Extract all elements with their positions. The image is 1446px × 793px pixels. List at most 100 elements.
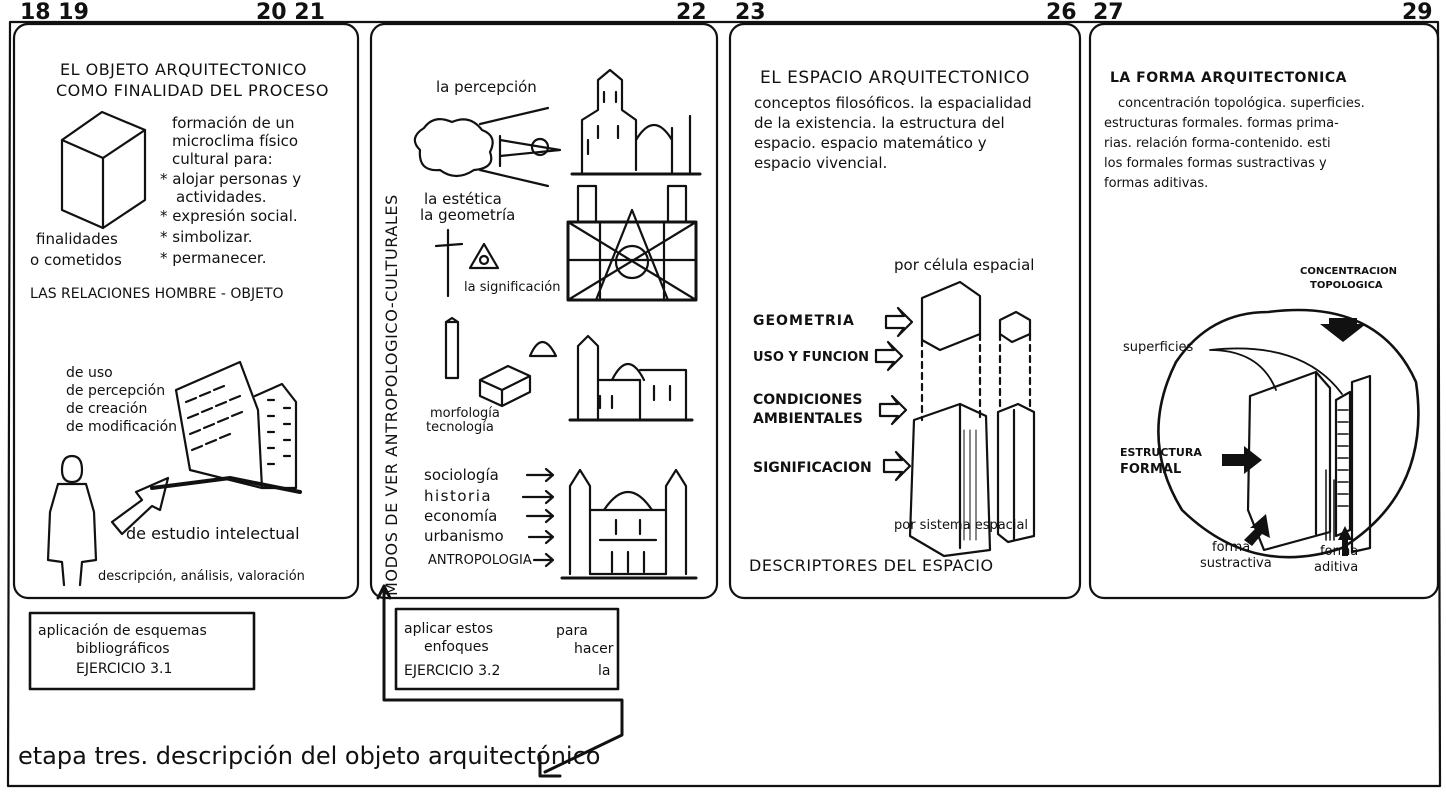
discipline-historia: historia bbox=[424, 487, 493, 505]
panel4-body-line1: concentración topológica. superficies. bbox=[1118, 96, 1365, 111]
morfologia-caption: morfología bbox=[430, 406, 500, 421]
formacion-line2: microclima físico bbox=[172, 132, 299, 150]
exercise2-right3: la bbox=[598, 663, 611, 679]
concentracion-label-line1: CONCENTRACION bbox=[1300, 266, 1397, 277]
forma-sustractiva-line1: forma bbox=[1212, 540, 1251, 555]
superficies-leader bbox=[1209, 347, 1343, 395]
morphology-sketch bbox=[444, 316, 558, 408]
relaciones-heading: LAS RELACIONES HOMBRE - OBJETO bbox=[30, 286, 284, 302]
forma-aditiva-line1: forma bbox=[1320, 544, 1359, 559]
uso-label: de uso bbox=[66, 365, 113, 381]
panel4-body-line2: estructuras formales. formas prima- bbox=[1104, 116, 1339, 131]
discipline-arrows bbox=[521, 467, 555, 568]
cathedral-sketch-1 bbox=[570, 68, 702, 176]
descriptor-arrows bbox=[874, 306, 914, 482]
page-number-27: 27 bbox=[1093, 0, 1124, 25]
discipline-economia: economía bbox=[424, 507, 498, 525]
bullet-expresion: * expresión social. bbox=[160, 207, 298, 225]
estudio-intelectual-label: de estudio intelectual bbox=[126, 524, 300, 543]
panel4-body-line3: rias. relación forma-contenido. esti bbox=[1104, 136, 1331, 151]
significacion-caption: la significación bbox=[464, 280, 561, 295]
panel3-frame bbox=[728, 22, 1082, 600]
bullet-actividades: actividades. bbox=[176, 188, 267, 206]
concentracion-label-line2: TOPOLOGICA bbox=[1310, 280, 1383, 291]
cross-symbol bbox=[434, 228, 464, 298]
descriptor-significacion: SIGNIFICACION bbox=[753, 460, 872, 476]
panel3-body-line4: espacio vivencial. bbox=[754, 154, 888, 172]
page-number-23: 23 bbox=[735, 0, 766, 25]
descriptor-ambientales: AMBIENTALES bbox=[753, 411, 863, 427]
estructura-label-line2: FORMAL bbox=[1120, 462, 1182, 477]
person-sketch bbox=[46, 454, 98, 587]
page-number-22: 22 bbox=[676, 0, 707, 25]
exercise2-frame bbox=[394, 607, 620, 691]
cloud-eye-sketch bbox=[413, 106, 562, 188]
discipline-urbanismo: urbanismo bbox=[424, 527, 504, 545]
panel3-body-line1: conceptos filosóficos. la espacialidad bbox=[754, 94, 1032, 112]
exercise2-line3: EJERCICIO 3.2 bbox=[404, 663, 501, 679]
descriptor-uso-funcion: USO Y FUNCION bbox=[753, 350, 870, 365]
discipline-antropologia: ANTROPOLOGIA bbox=[428, 553, 532, 568]
percepcion-label: de percepción bbox=[66, 383, 166, 399]
cathedral-sketch-2 bbox=[568, 334, 694, 422]
descriptores-heading: DESCRIPTORES DEL ESPACIO bbox=[749, 556, 994, 575]
cathedral-sketch-3 bbox=[560, 468, 698, 580]
formacion-line3: cultural para: bbox=[172, 150, 273, 168]
estetica-caption: la estética bbox=[424, 190, 502, 208]
panel4-frame bbox=[1088, 22, 1440, 600]
modificacion-label: de modificación bbox=[66, 419, 178, 435]
creacion-label: de creación bbox=[66, 401, 148, 417]
panel3-body-line3: espacio. espacio matemático y bbox=[754, 134, 987, 152]
exercise2-line1: aplicar estos bbox=[404, 621, 493, 637]
modos-de-ver-vertical-title: MODOS DE VER ANTROPOLOGICO-CULTURALES bbox=[382, 194, 401, 596]
form-arrows bbox=[1222, 318, 1366, 556]
panel4-body-line4: los formales formas sustractivas y bbox=[1104, 156, 1327, 171]
discipline-sociologia: sociología bbox=[424, 466, 499, 484]
superficies-label: superficies bbox=[1123, 340, 1194, 355]
outer-frame bbox=[6, 20, 1442, 788]
panel1-title-line1: EL OBJETO ARQUITECTONICO bbox=[60, 60, 307, 79]
finalidades-label: finalidades bbox=[36, 230, 118, 248]
exercise1-line2: bibliográficos bbox=[76, 641, 170, 657]
exercise2-line2: enfoques bbox=[424, 639, 489, 655]
exercise1-line3: EJERCICIO 3.1 bbox=[76, 661, 173, 677]
arrow-to-building bbox=[110, 476, 170, 536]
celula-espacial-label: por célula espacial bbox=[894, 256, 1035, 274]
triangle-eye-symbol bbox=[468, 242, 500, 270]
footer-stage-title: etapa tres. descripción del objeto arqui… bbox=[18, 742, 601, 770]
cube-sketch bbox=[60, 110, 147, 230]
page-number-20-21: 20 21 bbox=[256, 0, 325, 25]
geometria-caption: la geometría bbox=[420, 206, 516, 224]
cometidos-label: o cometidos bbox=[30, 251, 122, 269]
descripcion-analisis-label: descripción, análisis, valoración bbox=[98, 569, 305, 584]
geometric-facade-sketch bbox=[566, 184, 698, 302]
panel3-title: EL ESPACIO ARQUITECTONICO bbox=[760, 68, 1030, 88]
building-sketch bbox=[150, 360, 302, 494]
panel1-frame bbox=[12, 22, 360, 600]
page-number-29: 29 bbox=[1402, 0, 1433, 25]
panel2-frame bbox=[369, 22, 719, 600]
descriptor-condiciones: CONDICIONES bbox=[753, 392, 863, 408]
bullet-permanecer: * permanecer. bbox=[160, 249, 267, 267]
panel3-body-line2: de la existencia. la estructura del bbox=[754, 114, 1005, 132]
descriptor-geometria: GEOMETRIA bbox=[753, 313, 855, 329]
flow-arrow bbox=[382, 588, 624, 774]
exercise2-right1: para bbox=[556, 623, 588, 639]
form-circle-sketch bbox=[1157, 308, 1420, 559]
formacion-line1: formación de un bbox=[172, 114, 295, 132]
bullet-alojar: * alojar personas y bbox=[160, 170, 302, 188]
panel4-title: LA FORMA ARQUITECTONICA bbox=[1110, 70, 1347, 86]
forma-sustractiva-line2: sustractiva bbox=[1200, 556, 1272, 571]
sistema-espacial-label: por sistema espacial bbox=[894, 518, 1029, 533]
forma-aditiva-line2: aditiva bbox=[1314, 560, 1359, 575]
estructura-label-line1: ESTRUCTURA bbox=[1120, 446, 1202, 459]
bullet-simbolizar: * simbolizar. bbox=[160, 228, 253, 246]
exercise2-right2: hacer bbox=[574, 641, 614, 657]
panel4-body-line5: formas aditivas. bbox=[1104, 176, 1209, 191]
page-number-26: 26 bbox=[1046, 0, 1077, 25]
exercise1-frame bbox=[28, 611, 256, 691]
page-number-18-19: 18 19 bbox=[20, 0, 89, 25]
exercise1-line1: aplicación de esquemas bbox=[38, 623, 207, 639]
